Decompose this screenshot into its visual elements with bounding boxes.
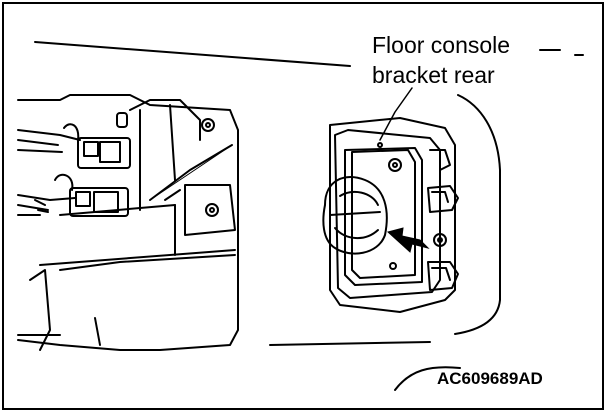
mount-hole [205, 203, 219, 217]
mount-hole [201, 118, 215, 132]
connector [69, 187, 129, 217]
outer-contour [454, 94, 501, 335]
callout-label-line2: bracket rear [372, 62, 495, 88]
bracket-hole [389, 262, 397, 270]
grommet [322, 176, 388, 255]
side-clip [427, 185, 459, 213]
upper-contour-line [34, 41, 351, 67]
bracket-hole [433, 233, 447, 247]
bracket-outline [329, 117, 456, 313]
callout-label-line1: Floor console [372, 32, 511, 58]
wire-harness [17, 129, 81, 141]
leader-line [379, 87, 413, 141]
connector [77, 137, 131, 169]
side-clip [427, 261, 459, 291]
figure-border [2, 2, 604, 410]
figure-code: AC609689AD [437, 369, 543, 388]
console-body-outline [17, 94, 239, 351]
bracket-hole [388, 158, 402, 172]
bracket-hole [377, 142, 383, 148]
direction-arrow [386, 227, 430, 253]
